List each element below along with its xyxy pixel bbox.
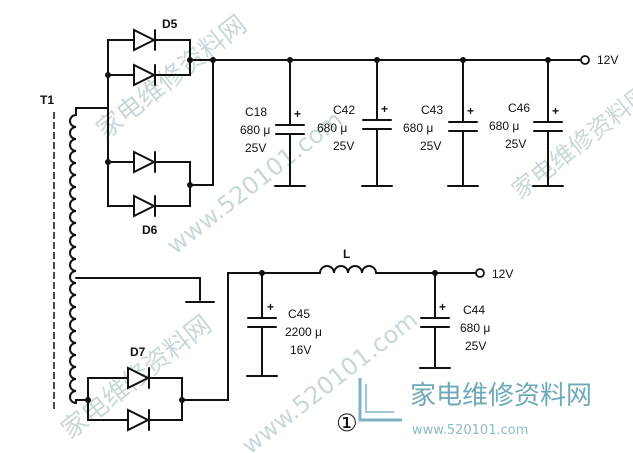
figure-number: ①	[336, 409, 358, 437]
c43-name: C43	[421, 103, 443, 117]
svg-text:+: +	[294, 107, 301, 121]
capacitor-c42: +	[361, 59, 393, 187]
wire-center-tap	[75, 277, 201, 301]
c42-voltage: 25V	[333, 139, 354, 153]
c43-value: 680 μ	[403, 121, 433, 135]
wire-tap-bottom	[75, 399, 89, 404]
transformer-label: T1	[40, 93, 54, 107]
wire-d7-bus	[181, 272, 263, 401]
c46-name: C46	[508, 101, 530, 115]
svg-text:+: +	[381, 102, 388, 116]
c18-voltage: 25V	[245, 141, 266, 155]
c45-value: 2200 μ	[285, 325, 322, 339]
output-terminal-bottom	[475, 268, 485, 278]
logo-site-name: 家电维修资料网	[410, 381, 592, 411]
site-logo: 家电维修资料网 www.520101.com	[358, 378, 592, 438]
c44-voltage: 25V	[465, 339, 486, 353]
wire-tap-top	[75, 107, 109, 116]
diode-d6	[105, 150, 193, 218]
diode-d5-label: D5	[162, 17, 178, 31]
c44-name: C44	[463, 303, 485, 317]
c18-name: C18	[245, 105, 267, 119]
diode-d6-label: D6	[142, 223, 158, 237]
c46-voltage: 25V	[505, 137, 526, 151]
inductor-label: L	[343, 247, 350, 261]
wire-d6-bus	[189, 59, 214, 186]
c44-value: 680 μ	[460, 321, 490, 335]
logo-site-url: www.520101.com	[412, 423, 528, 438]
svg-text:+: +	[439, 300, 446, 314]
transformer-winding	[69, 114, 77, 404]
c46-value: 680 μ	[489, 119, 519, 133]
c43-voltage: 25V	[420, 139, 441, 153]
output-bottom-label: 12V	[492, 267, 513, 281]
capacitor-c45: +	[246, 272, 278, 377]
svg-text:+: +	[467, 104, 474, 118]
output-top-label: 12V	[597, 53, 618, 67]
capacitor-c44: +	[419, 272, 451, 369]
output-terminal-top	[580, 55, 590, 65]
svg-text:+: +	[552, 104, 559, 118]
diode-d7-label: D7	[130, 345, 146, 359]
c42-name: C42	[333, 103, 355, 117]
capacitor-c43: +	[447, 59, 479, 187]
diode-d7	[85, 366, 185, 432]
c18-value: 680 μ	[240, 123, 270, 137]
logo-mark-icon	[358, 378, 402, 422]
inductor-l	[319, 265, 377, 274]
c45-name: C45	[288, 307, 310, 321]
capacitor-c46: +	[532, 59, 564, 187]
svg-text:+: +	[267, 300, 274, 314]
c42-value: 680 μ	[317, 121, 347, 135]
c45-voltage: 16V	[290, 343, 311, 357]
capacitor-c18: +	[274, 59, 306, 187]
